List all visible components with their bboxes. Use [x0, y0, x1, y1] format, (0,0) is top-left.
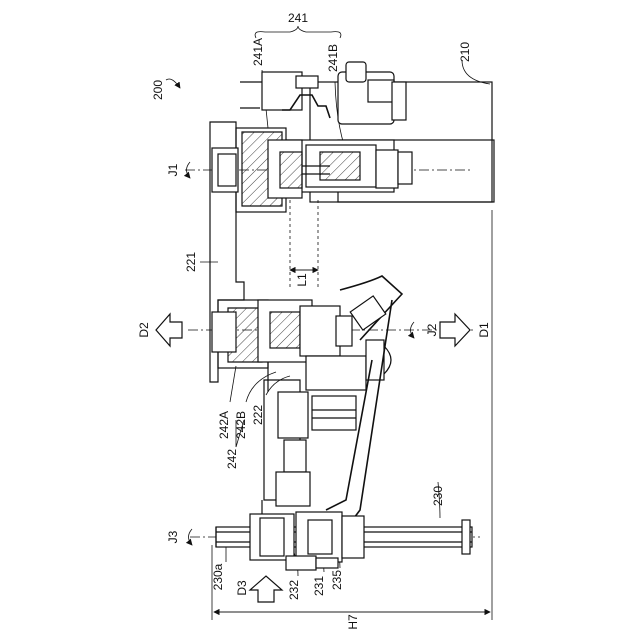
- shaft-230: [216, 512, 472, 570]
- assembly-242: [212, 276, 402, 392]
- label-230: 230: [431, 486, 445, 506]
- label-222: 222: [251, 405, 265, 425]
- label-241B: 241B: [326, 44, 340, 72]
- label-235: 235: [330, 570, 344, 590]
- label-H7: H7: [346, 614, 360, 630]
- label-232: 232: [287, 580, 301, 600]
- label-D2: D2: [137, 322, 151, 338]
- label-D3: D3: [235, 580, 249, 596]
- label-221: 221: [184, 252, 198, 272]
- arrow-D2: [156, 314, 182, 346]
- arrow-D1: [440, 314, 470, 346]
- label-231: 231: [312, 576, 326, 596]
- label-242A: 242A: [217, 411, 231, 439]
- label-200: 200: [151, 80, 165, 100]
- label-241: 241: [288, 11, 308, 25]
- label-J1: J1: [166, 163, 180, 176]
- block-242B: [270, 312, 300, 348]
- label-D1: D1: [477, 322, 491, 338]
- label-242: 242: [225, 449, 239, 469]
- label-210: 210: [458, 42, 472, 62]
- label-L1: L1: [295, 273, 309, 287]
- label-230a: 230a: [211, 563, 225, 590]
- label-J3: J3: [166, 530, 180, 543]
- arrow-D3: [250, 576, 282, 602]
- label-241A: 241A: [251, 38, 265, 66]
